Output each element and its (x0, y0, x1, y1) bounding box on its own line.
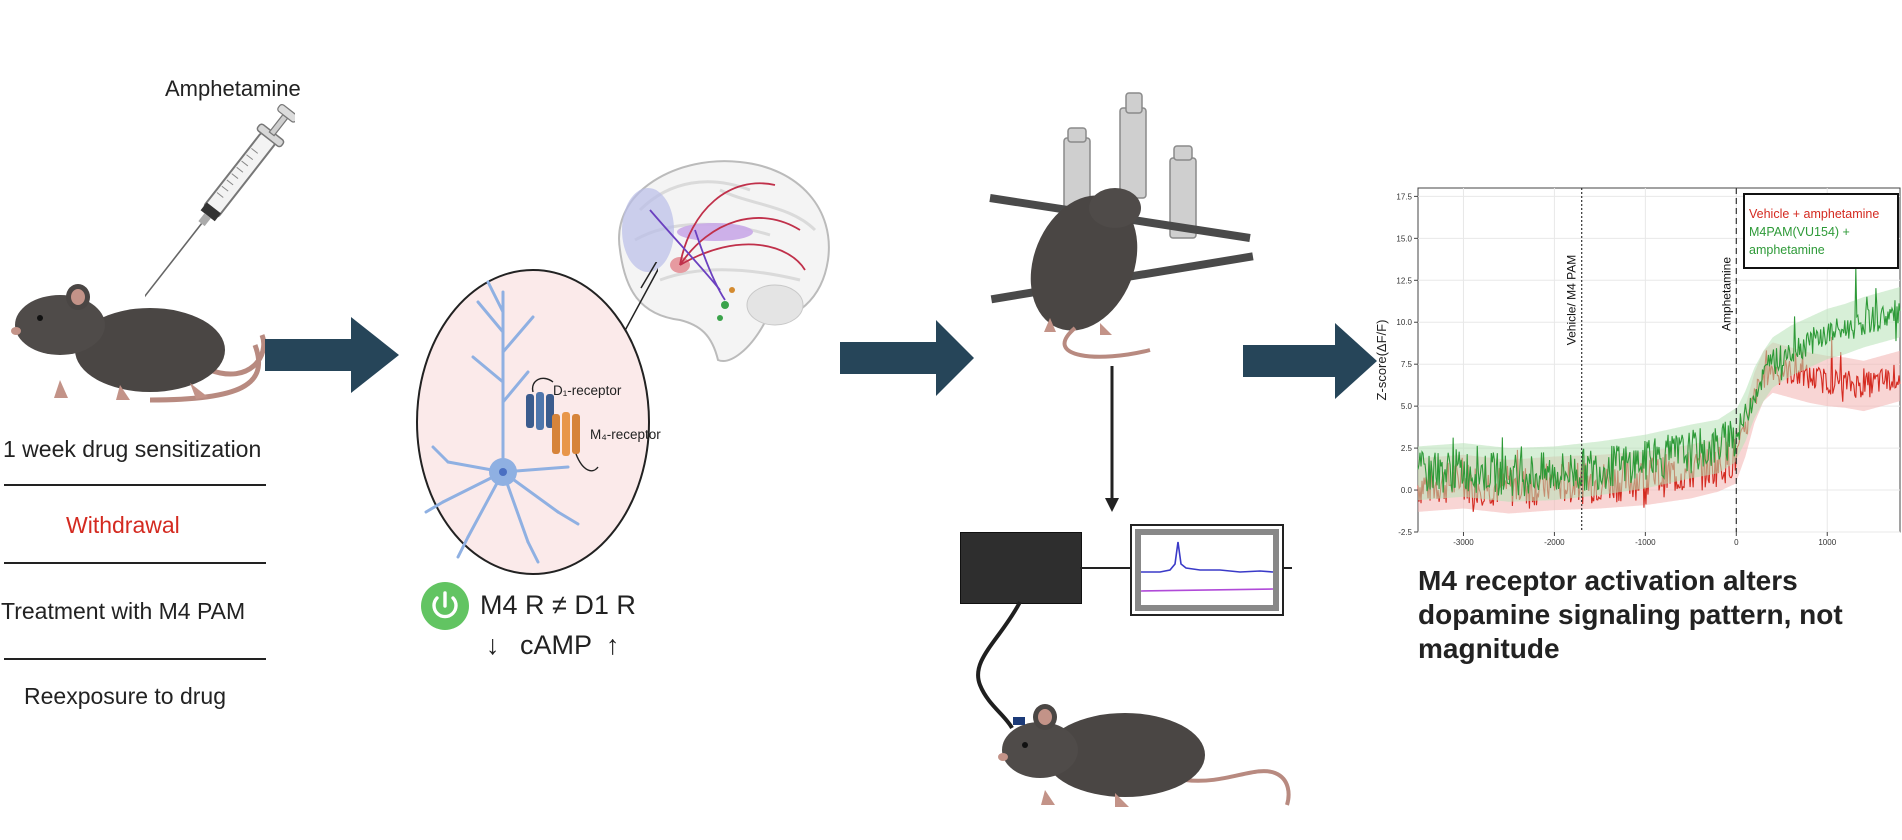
mouse-sensitization-icon (11, 284, 267, 403)
x-tick-label: -3000 (1453, 538, 1474, 547)
camp-down-arrow: ↓ (486, 630, 500, 660)
y-tick-label: 15.0 (1396, 234, 1412, 243)
y-tick-label: 17.5 (1396, 192, 1412, 201)
protocol-step-withdrawal: Withdrawal (66, 512, 180, 538)
chart-legend: Vehicle + amphetamine M4PAM(VU154) + amp… (1743, 193, 1899, 269)
recording-device (960, 532, 1082, 604)
monitor-icon (1130, 524, 1284, 616)
legend-m4pam: M4PAM(VU154) + amphetamine (1749, 225, 1850, 257)
m4-receptor-label: M₄-receptor (590, 427, 661, 442)
down-arrow-icon (1105, 366, 1119, 512)
fiber-cable-icon (976, 601, 1022, 730)
series-line-2 (1417, 267, 1901, 497)
m4-receptor-icon (552, 412, 599, 472)
annotation-label-1: Vehicle/ M4 PAM (1565, 255, 1579, 345)
y-tick-label: 7.5 (1401, 360, 1413, 369)
protocol-divider (4, 658, 266, 660)
protocol-step-treatment: Treatment with M4 PAM (1, 598, 246, 624)
y-tick-label: 10.0 (1396, 318, 1412, 327)
annotation-label-2: Amphetamine (1719, 257, 1733, 331)
x-tick-label: -1000 (1635, 538, 1656, 547)
dopamine-signal-chart: -2.5 0.0 2.5 5.0 7.5 10.0 12.5 15.0 17.5 -3000 -20… (1374, 187, 1901, 547)
y-tick-label: 0.0 (1401, 486, 1413, 495)
drug-label: Amphetamine (165, 76, 301, 101)
series-band-2 (1418, 287, 1900, 502)
y-tick-label: -2.5 (1398, 528, 1412, 537)
mouse-recording-icon (998, 704, 1291, 807)
flow-arrow-icon (840, 320, 974, 396)
syringe-icon (145, 104, 295, 300)
x-tick-label: 0 (1734, 538, 1739, 547)
conclusion-title: M4 receptor activation alters dopamine s… (1418, 565, 1843, 664)
flow-arrow-icon (265, 317, 399, 393)
d1-receptor-icon (526, 377, 554, 430)
mechanism-line1: M4 R ≠ D1 R (480, 590, 636, 620)
camp-up-arrow: ↑ (606, 630, 620, 660)
y-tick-label: 12.5 (1396, 276, 1412, 285)
protocol-step-sensitization: 1 week drug sensitization (3, 436, 262, 462)
x-tick-label: 1000 (1818, 538, 1836, 547)
neuron-icon (416, 262, 658, 575)
power-icon (421, 582, 469, 630)
legend-vehicle: Vehicle + amphetamine (1749, 207, 1880, 221)
flow-arrow-icon (1243, 323, 1377, 399)
y-tick-label: 5.0 (1401, 402, 1413, 411)
y-tick-label: 2.5 (1401, 444, 1413, 453)
protocol-divider (4, 484, 266, 486)
protocol-divider (4, 562, 266, 564)
camp-label: cAMP (520, 630, 593, 660)
protocol-step-reexposure: Reexposure to drug (24, 683, 227, 709)
brain-icon (618, 160, 830, 362)
x-tick-label: -2000 (1544, 538, 1565, 547)
stereotaxic-frame-icon (989, 92, 1254, 359)
d1-receptor-label: D₁-receptor (553, 383, 622, 398)
y-axis-label: Z-score(ΔF/F) (1374, 320, 1389, 401)
